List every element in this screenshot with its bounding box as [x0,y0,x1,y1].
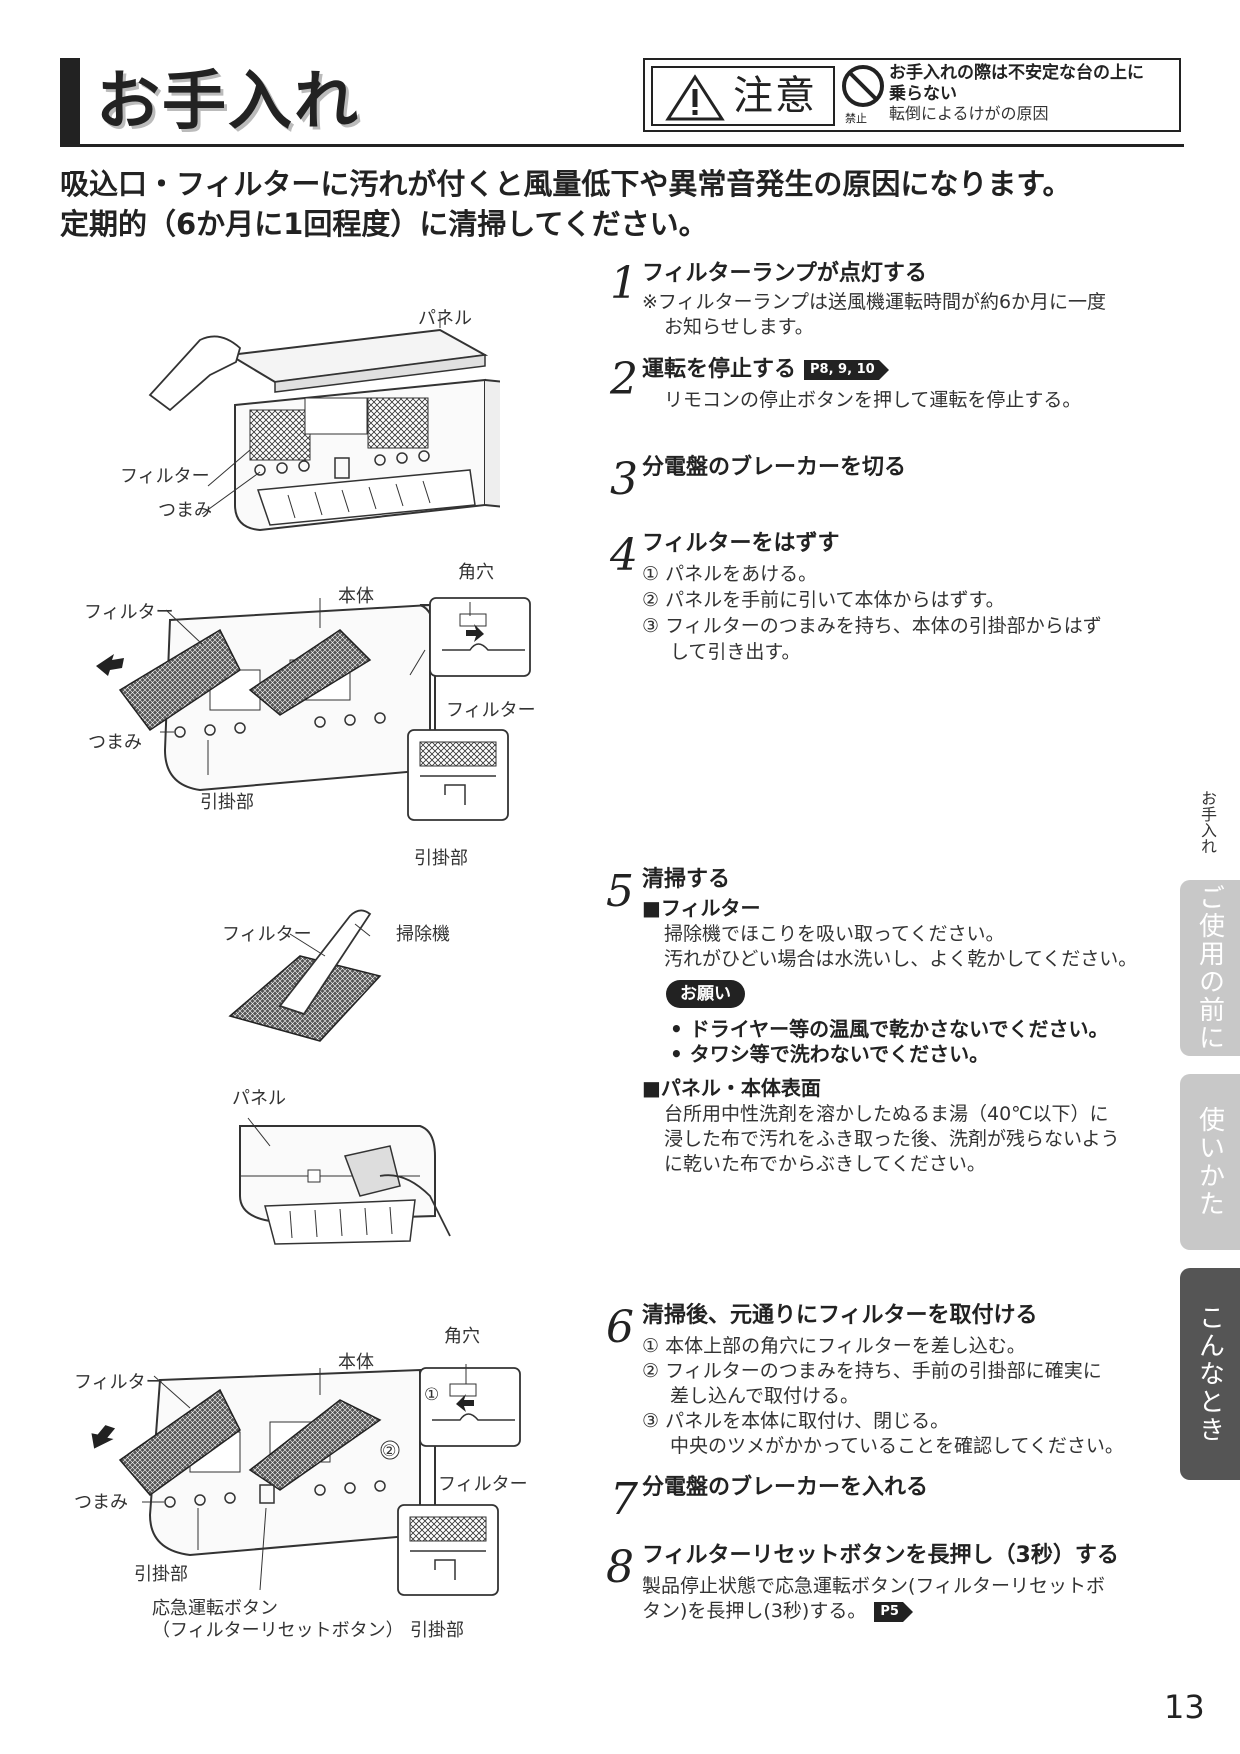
side-index-current: お手入れ [1198,790,1217,854]
step-title: フィルターをはずす [642,531,840,556]
step-text: して引き出す。 [670,641,801,663]
step-title: フィルターランプが点灯する [642,261,927,286]
header-rule [60,144,1184,147]
step-text: ③ パネルを本体に取付け、閉じる。 [642,1410,950,1432]
step-number: 8 [606,1542,634,1593]
bullet-item: • タワシ等で洗わないでください。 [670,1042,990,1066]
step-text: ② パネルを手前に引いて本体からはずす。 [642,589,1005,611]
label-hook: 引掛部 [414,848,468,869]
label-knob: つまみ [88,732,142,753]
step-text: 中央のツメがかかっていることを確認してください。 [670,1435,1124,1457]
bullet-item: • ドライヤー等の温風で乾かさないでください。 [670,1017,1109,1041]
caution-label: 注意 [733,73,817,119]
label-filter: フィルター [74,1372,164,1393]
prohibition-icon [842,65,884,107]
intro-text: 吸込口・フィルターに汚れが付くと風量低下や異常音発生の原因になります。 定期的（… [60,167,1072,241]
step-text: ① 本体上部の角穴にフィルターを差し込む。 [642,1335,1026,1357]
subheading-filter: ■フィルター [642,896,761,920]
label-filter: フィルター [120,466,210,487]
request-badge: お願い [666,980,745,1008]
prohibit-label: 禁止 [845,112,867,125]
page-ref-tag: P8, 9, 10 [804,360,889,380]
page-ref-tag: P5 [874,1601,913,1622]
label-hook: 引掛部 [200,792,254,813]
label-emergency-button: 応急運転ボタン [152,1598,278,1619]
step-number: 1 [610,258,638,309]
label-filter: フィルター [446,700,536,721]
step-title: フィルターリセットボタンを長押し（3秒）する [642,1543,1119,1568]
step-note: ※フィルターランプは送風機運転時間が約6か月に一度 [642,291,1107,313]
step-title: 分電盤のブレーカーを入れる [642,1475,929,1500]
step-number: 5 [606,866,634,917]
figure-vacuum-filter [228,909,382,1042]
caution-label-box: 注意 [651,66,835,126]
warning-triangle-icon [665,74,725,121]
label-body: 本体 [338,1352,374,1373]
step-text: 差し込んで取付ける。 [670,1385,860,1407]
label-filter: フィルター [222,924,312,945]
step-note: お知らせします。 [664,316,814,338]
step-number: 6 [606,1302,634,1353]
step-number: 3 [610,454,638,505]
side-tab-how-to-use[interactable]: 使いかた [1180,1074,1240,1250]
label-knob: つまみ [158,500,212,521]
step-title: 清掃後、元通りにフィルターを取付ける [642,1303,1038,1328]
step-title: 分電盤のブレーカーを切る [642,455,907,480]
figure-panel-open [148,314,500,532]
step-text: ① パネルをあける。 [642,563,818,585]
label-filter: フィルター [84,602,174,623]
step-title: 清掃する [642,867,731,892]
side-tab-before-use[interactable]: ご使用の前に [1180,880,1240,1056]
step-text: に乾いた布でからぶきしてください。 [664,1153,986,1175]
label-hook: 引掛部 [410,1620,464,1641]
caution-box: 注意 禁止 お手入れの際は不安定な台の上に 乗らない 転倒によるけがの原因 [643,58,1181,132]
label-circle-1: ① [424,1385,440,1405]
label-reset-button: （フィルターリセットボタン） [152,1620,404,1641]
label-circle-2: ② [382,1441,397,1460]
step-text: 製品停止状態で応急運転ボタン(フィルターリセットボ [642,1575,1106,1597]
label-panel: パネル [232,1088,286,1109]
label-vacuum: 掃除機 [396,924,450,945]
step-text: 浸した布で汚れをふき取った後、洗剤が残らないよう [664,1128,1120,1150]
subheading-panel: ■パネル・本体表面 [642,1076,821,1100]
step-text: リモコンの停止ボタンを押して運転を停止する。 [664,389,1082,411]
figure-wipe-panel [239,1117,451,1245]
label-square-hole: 角穴 [458,562,494,583]
side-tab-troubleshooting[interactable]: こんなとき [1180,1268,1240,1480]
caution-reason: 転倒によるけがの原因 [889,104,1049,123]
label-square-hole: 角穴 [444,1326,480,1347]
label-panel: パネル [418,308,472,329]
page-title: お手入れ [96,65,360,139]
label-body: 本体 [338,586,374,607]
step-text: ② フィルターのつまみを持ち、手前の引掛部に確実に [642,1360,1102,1382]
figure-filter-install [91,1364,521,1596]
label-knob: つまみ [74,1492,128,1513]
step-text: 汚れがひどい場合は水洗いし、よく乾かしてください。 [664,948,1138,970]
label-filter: フィルター [438,1474,528,1495]
page-number: 13 [1164,1688,1205,1726]
step-text: タン)を長押し(3秒)する。P5 [642,1599,913,1624]
caution-text: お手入れの際は不安定な台の上に 乗らない [889,63,1144,104]
step-text: 台所用中性洗剤を溶かしたぬるま湯（40℃以下）に [664,1103,1109,1125]
step-number: 2 [610,354,638,405]
figure-filter-removal [96,597,531,821]
step-text: ③ フィルターのつまみを持ち、本体の引掛部からはず [642,615,1102,637]
step-number: 7 [610,1474,638,1525]
title-accent-bar [60,58,80,146]
label-hook: 引掛部 [134,1564,188,1585]
step-text: 掃除機でほこりを吸い取ってください。 [664,923,1005,945]
step-number: 4 [610,530,638,581]
